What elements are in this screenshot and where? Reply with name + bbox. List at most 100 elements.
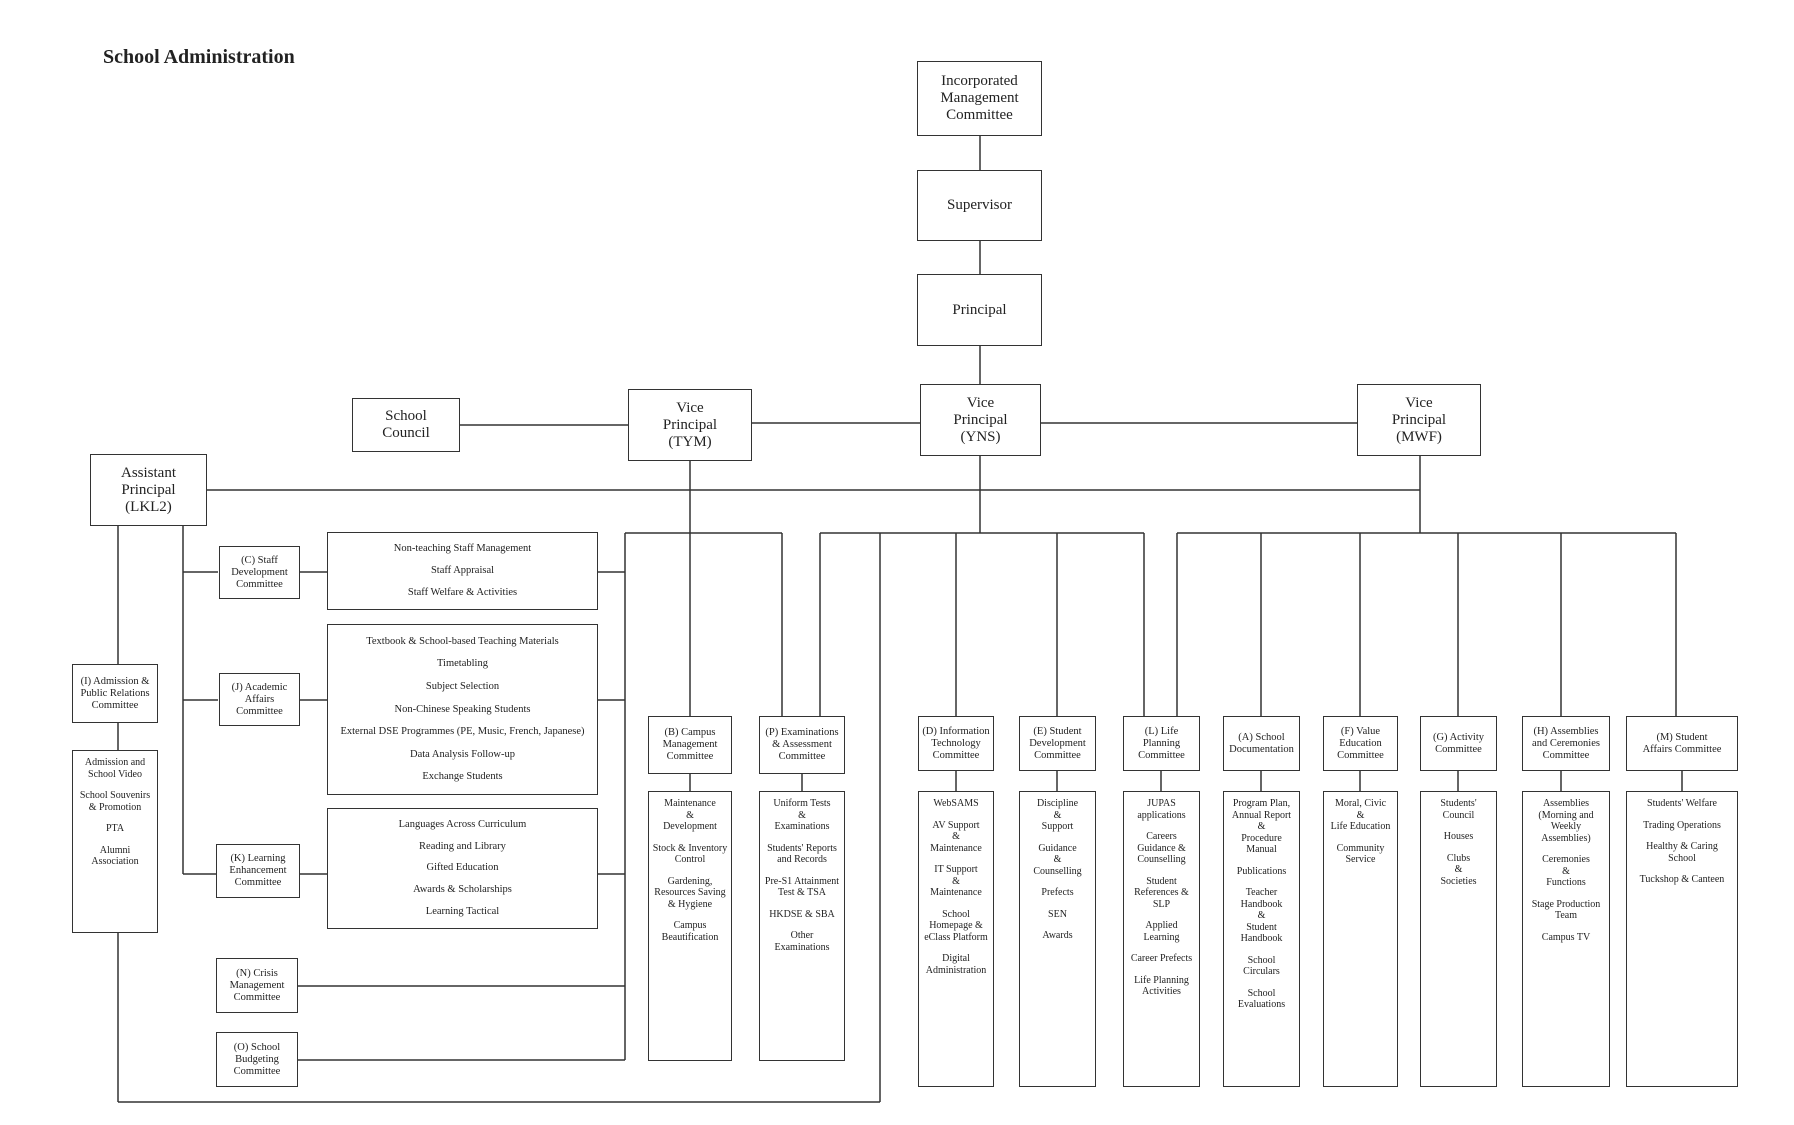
list-item: Assemblies (Morning and Weekly Assemblie… [1538,798,1594,844]
list-item: Life Planning Activities [1134,974,1189,998]
list-item: Data Analysis Follow-up [410,748,515,760]
list-item: Exchange Students [422,771,503,783]
learning-enhancement-committee-box: (K) Learning Enhancement Committee [216,844,300,898]
supervisor-box: Supervisor [917,170,1042,241]
list-item: External DSE Programmes (PE, Music, Fren… [340,726,585,738]
examinations-assessment-committee-box: (P) Examinations & Assessment Committee [759,716,845,774]
staff-development-committee-box: (C) Staff Development Committee [219,546,300,599]
list-item: Alumni Association [91,844,139,868]
list-item: Guidance & Counselling [1033,842,1082,877]
list-item: Career Prefects [1130,953,1193,964]
staff-development-items-box: Non-teaching Staff Management Staff Appr… [327,532,598,610]
list-item: Stock & Inventory Control [652,842,728,866]
committee-label: (F) Value Education Committee [1337,725,1384,761]
committee-label: (G) Activity Committee [1432,731,1485,755]
admission-pr-label: (I) Admission & Public Relations Committ… [80,675,150,711]
list-item: Teacher Handbook & Student Handbook [1240,887,1283,944]
vice-principal-yns-box: Vice Principal (YNS) [920,384,1041,456]
student-development-committee-box: (E) Student Development Committee [1019,716,1096,771]
student-development-items-box: Discipline & Support Guidance & Counsell… [1019,791,1096,1087]
list-item: Awards & Scholarships [413,884,512,896]
page-title: School Administration [103,46,295,68]
list-item: Staff Appraisal [430,565,495,576]
list-item: Publications [1236,865,1287,877]
list-item: Students' Reports and Records [767,842,837,866]
list-item: Trading Operations [1643,819,1721,831]
academic-affairs-items-box: Textbook & School-based Teaching Materia… [327,624,598,795]
principal-label: Principal [952,301,1007,318]
staff-development-label: (C) Staff Development Committee [231,554,288,590]
list-item: Timetabling [437,658,488,670]
campus-management-items-box: Maintenance & Development Stock & Invent… [648,791,732,1061]
list-item: Subject Selection [425,680,500,692]
list-item: Clubs & Societies [1440,852,1477,887]
it-committee-box: (D) Information Technology Committee [918,716,994,771]
learning-enhancement-label: (K) Learning Enhancement Committee [229,853,287,888]
committee-label: (L) Life Planning Committee [1138,725,1185,761]
list-item: Non-teaching Staff Management [393,543,532,554]
life-planning-committee-box: (L) Life Planning Committee [1123,716,1200,771]
list-item: PTA [105,823,125,834]
list-item: Non-Chinese Speaking Students [394,703,531,715]
list-item: School Souvenirs & Promotion [79,790,151,813]
life-planning-items-box: JUPAS applications Careers Guidance & Co… [1123,791,1200,1087]
list-item: Campus Beautification [661,920,719,943]
school-documentation-box: (A) School Documentation [1223,716,1300,771]
list-item: Gardening, Resources Saving & Hygiene [654,875,726,910]
it-items-box: WebSAMS AV Support & Maintenance IT Supp… [918,791,994,1087]
list-item: Languages Across Curriculum [398,818,527,830]
vice-principal-tym-box: Vice Principal (TYM) [628,389,752,461]
committee-label: (P) Examinations & Assessment Committee [765,727,839,762]
list-item: Students' Welfare [1647,798,1717,809]
list-item: Staff Welfare & Activities [407,587,518,598]
assemblies-ceremonies-items-box: Assemblies (Morning and Weekly Assemblie… [1522,791,1610,1087]
list-item: School Evaluations [1237,987,1286,1011]
committee-label: (M) Student Affairs Committee [1642,731,1722,755]
incorporated-management-committee-box: Incorporated Management Committee [917,61,1042,136]
campus-management-committee-box: (B) Campus Management Committee [648,716,732,774]
admission-pr-committee-box: (I) Admission & Public Relations Committ… [72,664,158,723]
school-budgeting-committee-box: (O) School Budgeting Committee [216,1032,298,1087]
list-item: Learning Tactical [425,906,500,918]
school-council-label: School Council [382,408,430,441]
list-item: Pre-S1 Attainment Test & TSA [764,875,840,899]
list-item: SEN [1048,908,1067,920]
activity-committee-box: (G) Activity Committee [1420,716,1497,771]
list-item: School Circulars [1243,954,1280,978]
committee-label: (B) Campus Management Committee [662,727,718,762]
school-council-box: School Council [352,398,460,452]
school-documentation-items-box: Program Plan, Annual Report & Procedure … [1223,791,1300,1087]
activity-items-box: Students' Council Houses Clubs & Societi… [1420,791,1497,1087]
imc-label: Incorporated Management Committee [940,73,1019,123]
list-item: HKDSE & SBA [769,908,835,920]
committee-label: (D) Information Technology Committee [922,725,990,761]
assistant-principal-lkl2-box: Assistant Principal (LKL2) [90,454,207,526]
list-item: Gifted Education [426,862,499,874]
list-item: Digital Administration [925,953,987,976]
list-item: Reading and Library [419,840,506,852]
list-item: Student References & SLP [1134,875,1189,910]
examinations-assessment-items-box: Uniform Tests & Examinations Students' R… [759,791,845,1061]
list-item: Prefects [1041,887,1074,898]
list-item: Admission and School Video [84,757,146,780]
vp-tym-label: Vice Principal (TYM) [662,399,718,450]
list-item: Textbook & School-based Teaching Materia… [366,635,559,647]
list-item: Moral, Civic & Life Education [1330,798,1391,832]
list-item: Other Examinations [774,930,830,953]
list-item: Maintenance & Development [663,798,717,832]
academic-affairs-label: (J) Academic Affairs Committee [231,681,288,717]
value-education-items-box: Moral, Civic & Life Education Community … [1323,791,1398,1087]
school-budgeting-label: (O) School Budgeting Committee [233,1041,281,1077]
value-education-committee-box: (F) Value Education Committee [1323,716,1398,771]
principal-box: Principal [917,274,1042,346]
vice-principal-mwf-box: Vice Principal (MWF) [1357,384,1481,456]
academic-affairs-committee-box: (J) Academic Affairs Committee [219,673,300,726]
list-item: Houses [1443,831,1474,842]
ap-lkl2-label: Assistant Principal (LKL2) [120,464,176,515]
crisis-management-label: (N) Crisis Management Committee [229,967,285,1003]
list-item: Program Plan, Annual Report & Procedure … [1231,798,1292,855]
list-item: School Homepage & eClass Platform [924,908,988,943]
supervisor-label: Supervisor [947,197,1012,213]
committee-label: (A) School Documentation [1229,731,1294,755]
